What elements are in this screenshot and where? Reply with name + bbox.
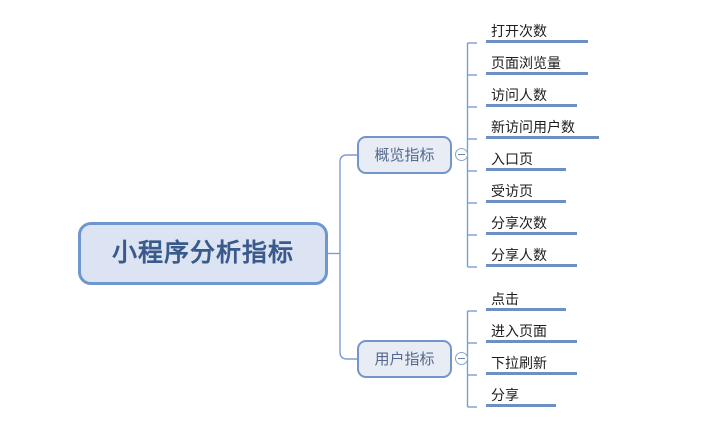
- leaf-node-label: 进入页面: [491, 323, 547, 339]
- leaf-underline: [486, 136, 599, 139]
- leaf-node-label: 分享人数: [491, 247, 547, 263]
- leaf-underline: [486, 404, 556, 407]
- leaf-underline: [486, 340, 577, 343]
- branch-node-overview[interactable]: 概览指标: [357, 136, 452, 174]
- leaf-node-label: 打开次数: [491, 23, 547, 39]
- leaf-underline: [486, 168, 566, 171]
- leaf-underline: [486, 372, 577, 375]
- leaf-node-label: 新访问用户数: [491, 119, 575, 135]
- leaf-underline: [486, 72, 588, 75]
- root-node-label: 小程序分析指标: [111, 239, 294, 267]
- leaf-node-label: 受访页: [491, 183, 533, 199]
- leaf-node[interactable]: 入口页: [477, 145, 597, 171]
- leaf-node[interactable]: 分享: [477, 381, 597, 407]
- leaf-node[interactable]: 页面浏览量: [477, 49, 597, 75]
- leaf-node-label: 分享: [491, 387, 519, 403]
- leaf-node[interactable]: 分享次数: [477, 209, 597, 235]
- leaf-node-label: 访问人数: [491, 87, 547, 103]
- minus-circle-icon[interactable]: [455, 148, 468, 161]
- branch-node-user-label: 用户指标: [374, 350, 435, 368]
- leaf-node[interactable]: 分享人数: [477, 241, 597, 267]
- leaf-node-label: 页面浏览量: [491, 55, 561, 71]
- leaf-underline: [486, 40, 588, 43]
- minus-circle-icon[interactable]: [455, 352, 468, 365]
- leaf-node[interactable]: 点击: [477, 285, 597, 311]
- leaf-node-label: 下拉刷新: [491, 355, 547, 371]
- root-node[interactable]: 小程序分析指标: [78, 222, 328, 285]
- leaf-node-label: 点击: [491, 291, 519, 307]
- leaf-underline: [486, 200, 566, 203]
- leaf-node[interactable]: 访问人数: [477, 81, 597, 107]
- leaf-node[interactable]: 下拉刷新: [477, 349, 597, 375]
- leaf-node-label: 入口页: [491, 151, 533, 167]
- branch-node-user[interactable]: 用户指标: [357, 340, 452, 378]
- leaf-node[interactable]: 进入页面: [477, 317, 597, 343]
- leaf-underline: [486, 232, 577, 235]
- leaf-underline: [486, 308, 566, 311]
- leaf-node[interactable]: 新访问用户数: [477, 113, 607, 139]
- leaf-node-label: 分享次数: [491, 215, 547, 231]
- leaf-node[interactable]: 打开次数: [477, 17, 597, 43]
- leaf-underline: [486, 104, 577, 107]
- leaf-node[interactable]: 受访页: [477, 177, 597, 203]
- leaf-underline: [486, 264, 577, 267]
- branch-node-overview-label: 概览指标: [374, 146, 435, 164]
